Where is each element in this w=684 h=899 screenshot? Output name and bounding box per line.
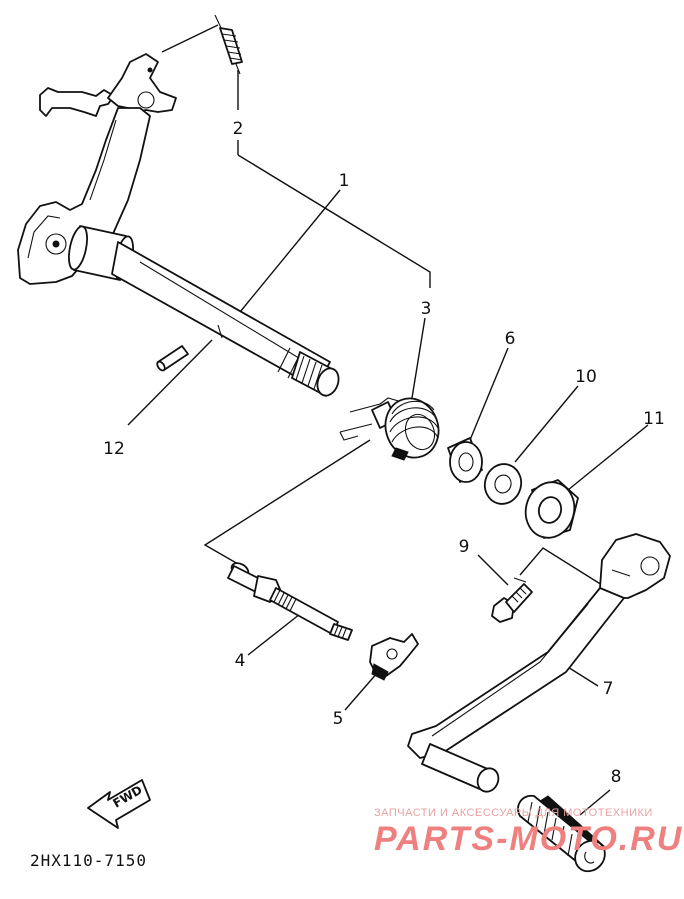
watermark-brand: PARTS-MOTO.RU	[374, 820, 683, 858]
pedal-rubber-part	[517, 794, 606, 873]
lock-plate-part	[369, 633, 419, 681]
bolt-part	[491, 577, 533, 623]
callout-4: 4	[235, 651, 246, 671]
callout-7: 7	[603, 679, 614, 699]
callout-3: 3	[421, 299, 432, 319]
spring-part	[214, 14, 243, 75]
drawing-code: 2HX110-7150	[30, 851, 147, 870]
callout-numbers: 1 2 3 4 5 6 7 8 9 10 11 12	[103, 119, 665, 787]
pin-part	[156, 345, 189, 372]
forward-arrow-icon: FWD	[87, 779, 151, 829]
callout-11: 11	[643, 409, 665, 429]
bushing-part	[447, 437, 483, 483]
callout-1: 1	[339, 171, 350, 191]
callout-2: 2	[233, 119, 244, 139]
callout-6: 6	[505, 329, 516, 349]
callout-9: 9	[459, 537, 470, 557]
pivot-bolt-part	[227, 562, 353, 641]
shift-pedal-part	[407, 533, 671, 793]
callout-5: 5	[333, 709, 344, 729]
oil-seal-part	[524, 479, 579, 539]
watermark: ЗАПЧАСТИ И АКСЕССУАРЫ ДЛЯ МОТОТЕХНИКИ PA…	[374, 807, 683, 858]
shift-shaft-part	[17, 53, 340, 397]
watermark-tagline: ЗАПЧАСТИ И АКСЕССУАРЫ ДЛЯ МОТОТЕХНИКИ	[374, 807, 653, 819]
callout-10: 10	[575, 367, 597, 387]
callout-12: 12	[103, 439, 125, 459]
leader-lines	[127, 24, 649, 816]
washer-part	[483, 463, 523, 505]
torsion-spring-part	[339, 397, 440, 461]
callout-8: 8	[611, 767, 622, 787]
